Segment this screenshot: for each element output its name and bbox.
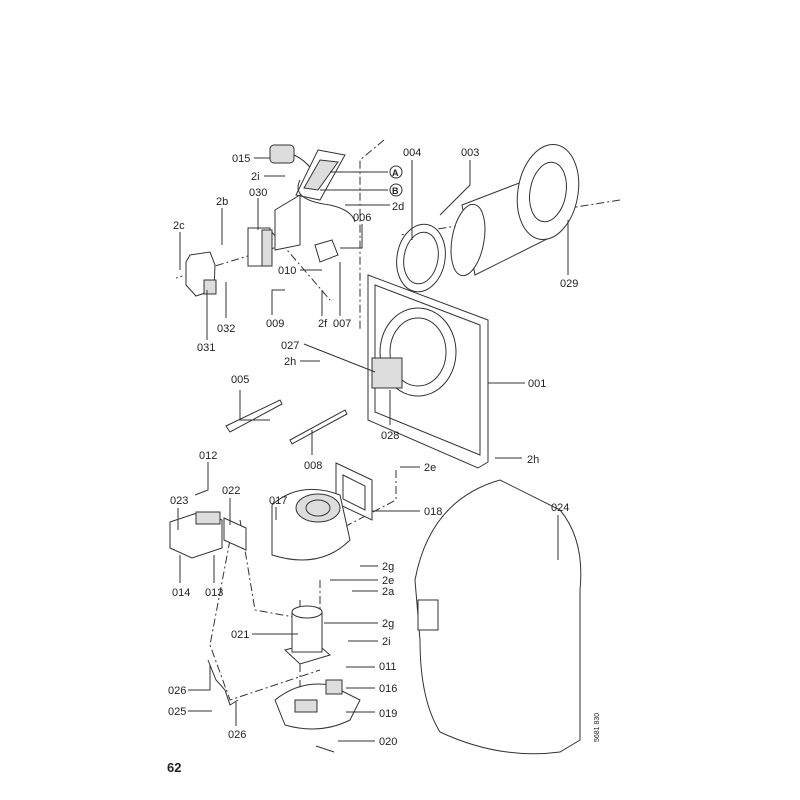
label-008: 008	[304, 460, 322, 472]
label-003: 003	[461, 147, 479, 159]
label-2g-top: 2g	[382, 561, 394, 573]
label-020: 020	[379, 736, 397, 748]
label-001: 001	[528, 378, 546, 390]
label-2i-low: 2i	[382, 636, 391, 648]
label-015: 015	[232, 153, 250, 165]
callout-b: B	[389, 183, 403, 197]
label-032: 032	[217, 323, 235, 335]
label-014: 014	[172, 587, 190, 599]
part-001-front-plate	[367, 274, 489, 469]
page-number: 62	[167, 760, 181, 775]
label-026-left: 026	[168, 685, 186, 697]
label-029: 029	[560, 278, 578, 290]
label-2i: 2i	[251, 171, 260, 183]
label-027: 027	[281, 340, 299, 352]
part-026-gas-pipe	[207, 659, 239, 706]
svg-text:A: A	[392, 168, 399, 178]
label-006: 006	[353, 212, 371, 224]
callout-a: A	[389, 165, 403, 179]
label-011: 011	[379, 661, 397, 673]
label-2d: 2d	[392, 201, 404, 213]
svg-text:B: B	[392, 186, 399, 196]
part-024-casing	[414, 479, 582, 755]
part-020-screw	[315, 745, 335, 753]
label-2c: 2c	[173, 220, 185, 232]
label-007: 007	[333, 318, 351, 330]
part-029-flange	[516, 143, 580, 241]
label-2a: 2a	[382, 586, 395, 598]
label-2b: 2b	[216, 196, 228, 208]
label-2e-top: 2e	[424, 462, 436, 474]
label-025: 025	[168, 706, 186, 718]
label-2h-left: 2h	[284, 356, 296, 368]
label-019: 019	[379, 708, 397, 720]
label-030: 030	[249, 187, 267, 199]
label-026-low: 026	[228, 729, 246, 741]
label-010: 010	[278, 265, 296, 277]
part-023-gas-valve	[169, 511, 223, 559]
part-030-control-unit	[247, 227, 273, 267]
part-022-gasket	[223, 517, 247, 551]
label-013: 013	[205, 587, 223, 599]
document-code: 5681 830	[594, 713, 601, 742]
label-017: 017	[269, 495, 287, 507]
part-007-bracket	[314, 239, 339, 263]
label-2h-right: 2h	[527, 454, 539, 466]
label-023: 023	[170, 495, 188, 507]
label-2f: 2f	[318, 318, 328, 330]
part-031-cover	[185, 251, 217, 297]
part-017-fan	[271, 488, 351, 561]
part-015-plug	[269, 144, 313, 171]
label-009: 009	[266, 318, 284, 330]
part-021-mixing-tube	[283, 605, 332, 665]
label-031: 031	[197, 342, 215, 354]
label-016: 016	[379, 683, 397, 695]
part-016-component	[325, 679, 343, 695]
label-021: 021	[231, 629, 249, 641]
label-028: 028	[381, 430, 399, 442]
label-012: 012	[199, 450, 217, 462]
label-004: 004	[403, 147, 421, 159]
label-022: 022	[222, 485, 240, 497]
part-004-gasket	[396, 223, 446, 293]
leader-lines	[177, 157, 569, 742]
part-019-base-plate	[274, 683, 361, 730]
label-024: 024	[551, 502, 569, 514]
part-control-display	[295, 149, 356, 223]
label-018: 018	[424, 506, 442, 518]
part-008-ionisation-electrode	[289, 409, 348, 445]
part-018-gasket	[335, 462, 373, 521]
label-005: 005	[231, 374, 249, 386]
part-mounting-bracket	[274, 194, 301, 251]
part-005-ignition-electrode	[225, 399, 283, 433]
label-2e-mid: 2e	[382, 575, 394, 587]
label-2g-mid: 2g	[382, 618, 394, 630]
part-labels: 015 2i 2d 030 2b 006 2c 010 009 2f 007 0…	[168, 147, 578, 748]
